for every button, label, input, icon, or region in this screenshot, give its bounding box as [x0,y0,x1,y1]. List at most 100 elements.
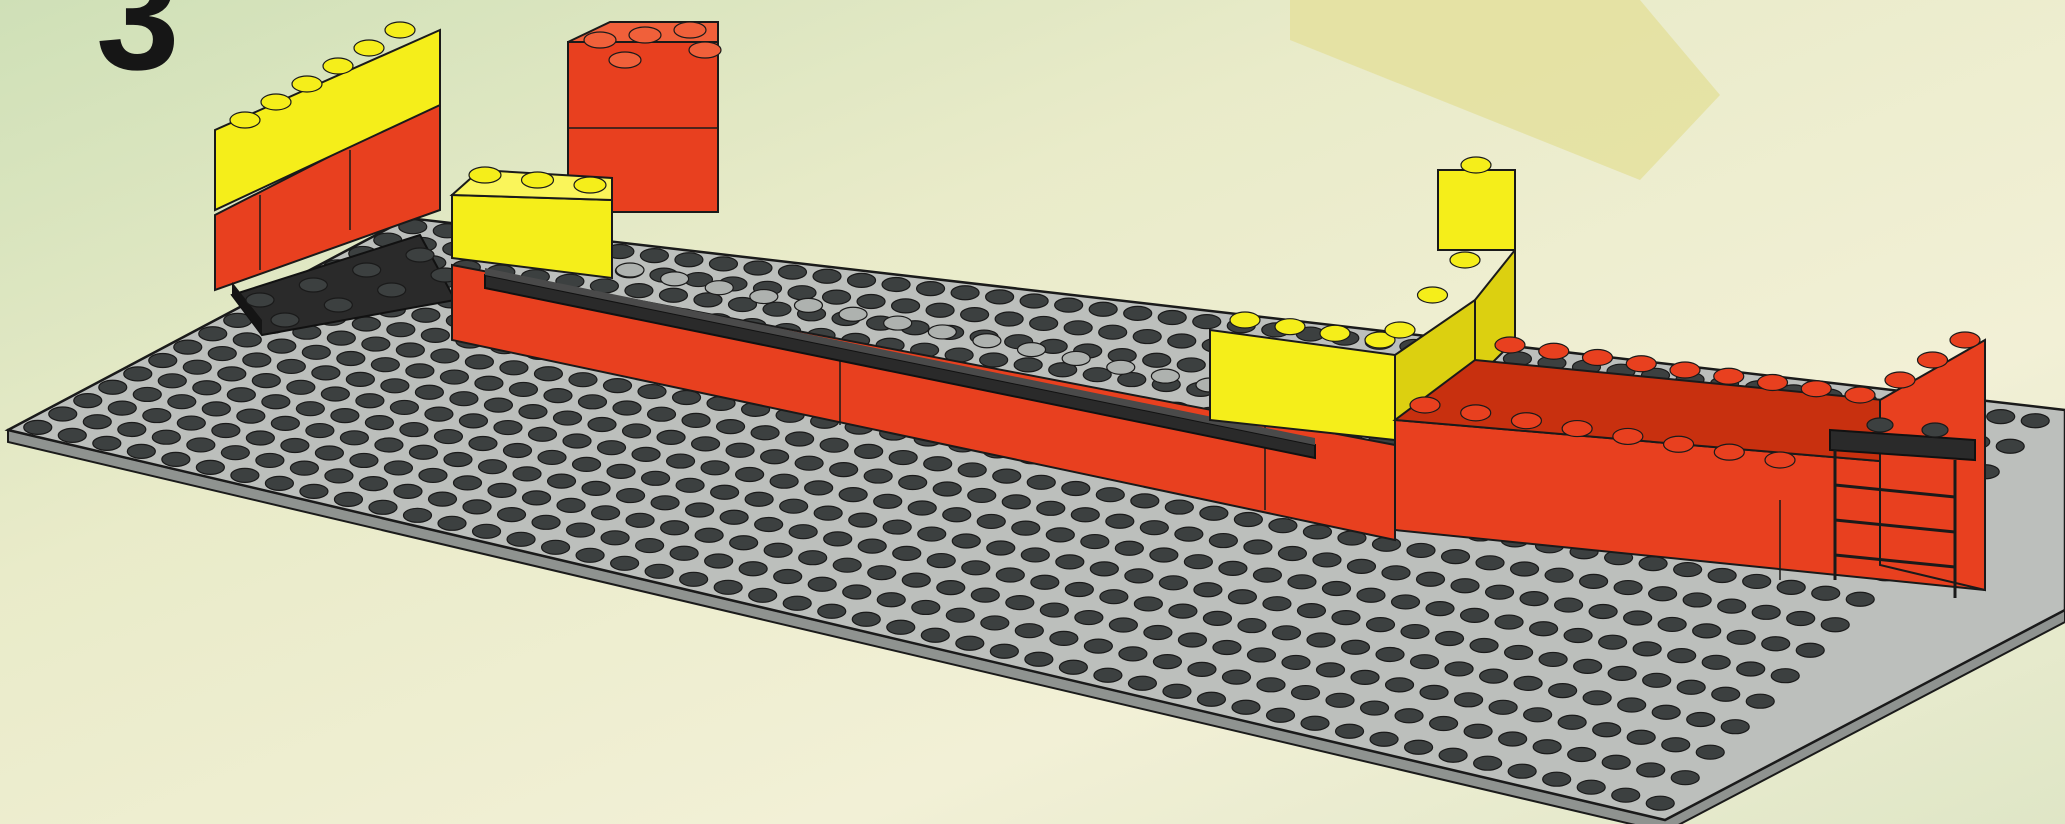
baseplate-stud [849,513,877,527]
baseplate-stud [1347,559,1375,573]
baseplate-stud [1436,632,1464,646]
baseplate-stud [1376,647,1404,661]
baseplate-stud [315,446,343,460]
baseplate-stud [1486,585,1514,599]
baseplate-stud [1589,605,1617,619]
baseplate-stud [1407,543,1435,557]
baseplate-stud [1257,678,1285,692]
baseplate-stud [1232,700,1260,714]
baseplate-stud [500,361,528,375]
baseplate-stud [396,343,424,357]
black-stud [353,263,381,277]
baseplate-stud [883,520,911,534]
baseplate-stud [1577,780,1605,794]
baseplate-stud [431,349,459,363]
black-stud [299,278,327,292]
baseplate-stud [640,249,668,263]
baseplate-stud [1046,528,1074,542]
baseplate-stud [701,461,729,475]
baseplate-stud [390,400,418,414]
baseplate-stud [1549,684,1577,698]
baseplate-stud [534,367,562,381]
baseplate-stud [246,431,274,445]
baseplate-stud [977,514,1005,528]
baseplate-stud [1677,680,1705,694]
baseplate-stud [183,360,211,374]
baseplate-stud [58,428,86,442]
baseplate-stud [1153,655,1181,669]
baseplate-stud [1267,708,1295,722]
baseplate-stud [221,446,249,460]
baseplate-stud [933,482,961,496]
black-stud [378,283,406,297]
red-stud [1495,337,1525,353]
baseplate-stud [1474,756,1502,770]
baseplate-stud [1012,521,1040,535]
baseplate-stud [237,409,265,423]
baseplate-stud [1476,556,1504,570]
baseplate-stud [1514,676,1542,690]
baseplate-stud [528,427,556,441]
baseplate-stud [1708,568,1736,582]
baseplate-stud [918,527,946,541]
baseplate-stud [720,510,748,524]
baseplate-stud [553,411,581,425]
baseplate-stud [187,438,215,452]
baseplate-stud [730,536,758,550]
baseplate-stud [848,273,876,287]
baseplate-stud [1096,488,1124,502]
baseplate-stud [143,409,171,423]
baseplate-stud [538,450,566,464]
baseplate-stud [636,539,664,553]
baseplate-stud [1106,514,1134,528]
baseplate-stud [1244,540,1272,554]
baseplate-stud [824,532,852,546]
baseplate-stud [692,437,720,451]
baseplate-stud [961,308,989,322]
baseplate-stud [1159,576,1187,590]
baseplate-stud [1128,676,1156,690]
baseplate-stud [567,523,595,537]
baseplate-stud [1658,617,1686,631]
red-stud [1562,421,1592,437]
baseplate-stud [986,290,1014,304]
baseplate-stud [623,424,651,438]
baseplate-stud [795,456,823,470]
baseplate-stud [331,409,359,423]
baseplate-stud [1014,358,1042,372]
baseplate-stud [1987,410,2015,424]
baseplate-stud [1643,673,1671,687]
yellow-stud [574,177,606,193]
baseplate-stud [1674,563,1702,577]
baseplate-stud [1382,566,1410,580]
baseplate-stud [1386,678,1414,692]
yellow-stud [1385,322,1415,338]
baseplate-stud [1064,321,1092,335]
baseplate-stud [1996,439,2024,453]
baseplate-stud [327,331,355,345]
baseplate-stud [1401,625,1429,639]
baseplate-stud [498,508,526,522]
yellow-stud [1320,325,1350,341]
red-stud [1664,436,1694,452]
baseplate-stud [1520,592,1548,606]
baseplate-stud [1405,740,1433,754]
baseplate-stud [149,353,177,367]
baseplate-stud [1612,788,1640,802]
baseplate-stud [1178,633,1206,647]
baseplate-stud [212,424,240,438]
baseplate-stud [1075,611,1103,625]
baseplate-stud [648,407,676,421]
baseplate-stud [1006,596,1034,610]
baseplate-stud [1222,670,1250,684]
baseplate-stud [1040,603,1068,617]
baseplate-stud [1558,715,1586,729]
baseplate-stud [1721,720,1749,734]
baseplate-stud [1177,358,1205,372]
baseplate-stud [868,566,896,580]
baseplate-stud [1234,512,1262,526]
baseplate-stud [1489,700,1517,714]
baseplate-stud [569,373,597,387]
step-number: 3 [96,0,179,92]
baseplate-stud [1094,668,1122,682]
